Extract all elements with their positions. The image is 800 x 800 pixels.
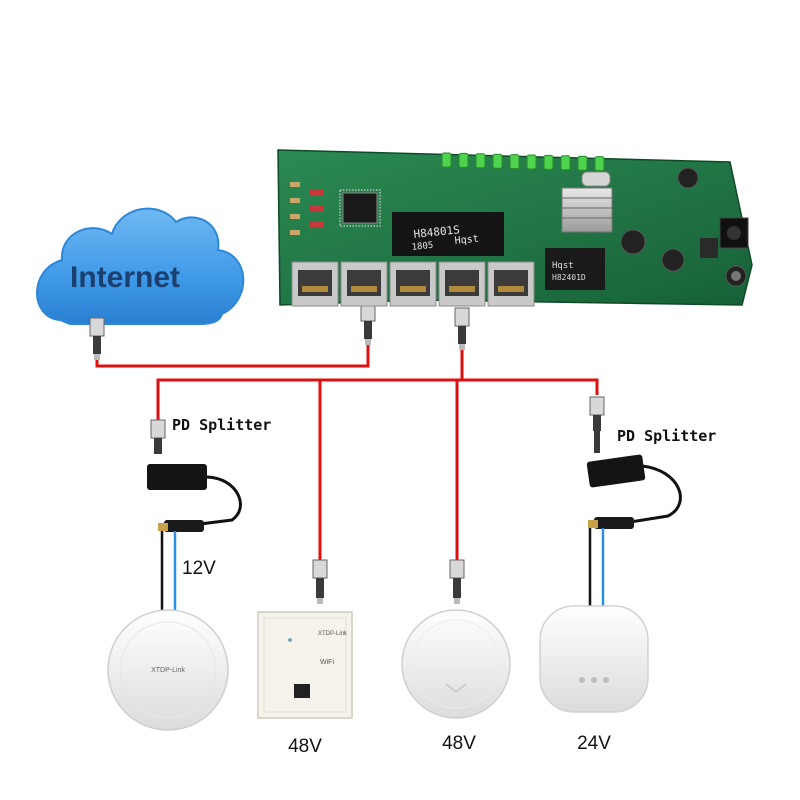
cloud-label: Internet xyxy=(70,261,180,294)
status-led xyxy=(544,155,553,169)
ceiling-ap-round: XTDP-Link 12V xyxy=(108,558,228,730)
voltage-label-48v-a: 48V xyxy=(288,736,322,757)
wall-ap-brand: XTDP-Link xyxy=(318,631,348,637)
splitter-body-left xyxy=(147,464,207,490)
wall-ap-lan-port xyxy=(294,684,310,698)
square-ap-led-3 xyxy=(603,677,609,683)
status-led xyxy=(442,153,451,167)
square-ap-led-2 xyxy=(591,677,597,683)
status-led xyxy=(493,154,502,168)
magnetics-chip: H84801S 1805 Hqst xyxy=(392,212,504,256)
chip2-part-number: H82401D xyxy=(552,273,586,282)
dc-plug-right xyxy=(588,517,634,529)
voltage-label-24v: 24V xyxy=(577,733,611,754)
dc-power-jack xyxy=(720,218,748,248)
square-ap-led-1 xyxy=(579,677,585,683)
pd-splitter-right: PD Splitter xyxy=(586,427,716,610)
status-led xyxy=(459,153,468,167)
splitter-label-left: PD Splitter xyxy=(172,416,271,434)
status-led xyxy=(527,155,536,169)
rj45-plug-wall-ap xyxy=(313,560,327,604)
rj45-plug-right-splitter xyxy=(590,397,604,453)
wall-ap-led xyxy=(288,638,292,642)
crystal xyxy=(582,172,610,186)
rj45-plug-switch-left xyxy=(361,303,375,345)
round-ap: 48V xyxy=(402,610,510,754)
rj45-plug-left-splitter xyxy=(151,420,165,454)
ethernet-port-row xyxy=(292,262,534,306)
in-wall-ap: XTDP-Link WiFi 48V xyxy=(258,612,352,757)
status-led xyxy=(578,156,587,170)
cable-internet-to-switch xyxy=(97,345,368,366)
controller-chip xyxy=(340,190,380,226)
chip2-brand: Hqst xyxy=(552,261,574,271)
voltage-label-12v: 12V xyxy=(182,558,216,579)
splitter-label-right: PD Splitter xyxy=(617,427,716,445)
ethernet-port[interactable] xyxy=(292,262,338,306)
heatsink xyxy=(562,188,612,232)
ethernet-port[interactable] xyxy=(390,262,436,306)
ap1-brand: XTDP-Link xyxy=(151,667,185,674)
ethernet-port[interactable] xyxy=(488,262,534,306)
rj45-plug-round-ap xyxy=(450,560,464,604)
cable-bus xyxy=(158,380,597,395)
voltage-label-48v-b: 48V xyxy=(442,733,476,754)
square-ap: 24V xyxy=(540,606,648,754)
dc-plug-left xyxy=(158,520,204,532)
status-led xyxy=(476,154,485,168)
poe-switch-board: H84801S 1805 Hqst Hqst H82401D xyxy=(278,150,752,306)
secondary-chip: Hqst H82401D xyxy=(545,248,605,290)
status-led xyxy=(510,155,519,169)
wall-ap-wifi-label: WiFi xyxy=(320,659,334,666)
splitter-body-right xyxy=(586,454,645,488)
rj45-plug-switch-right xyxy=(455,308,469,350)
internet-cloud: Internet xyxy=(37,209,243,324)
ethernet-port[interactable] xyxy=(341,262,387,306)
status-led xyxy=(561,156,570,170)
pd-splitter-left: PD Splitter xyxy=(147,416,271,612)
status-led xyxy=(595,157,604,171)
ethernet-port[interactable] xyxy=(439,262,485,306)
rj45-plug-internet xyxy=(90,318,104,360)
